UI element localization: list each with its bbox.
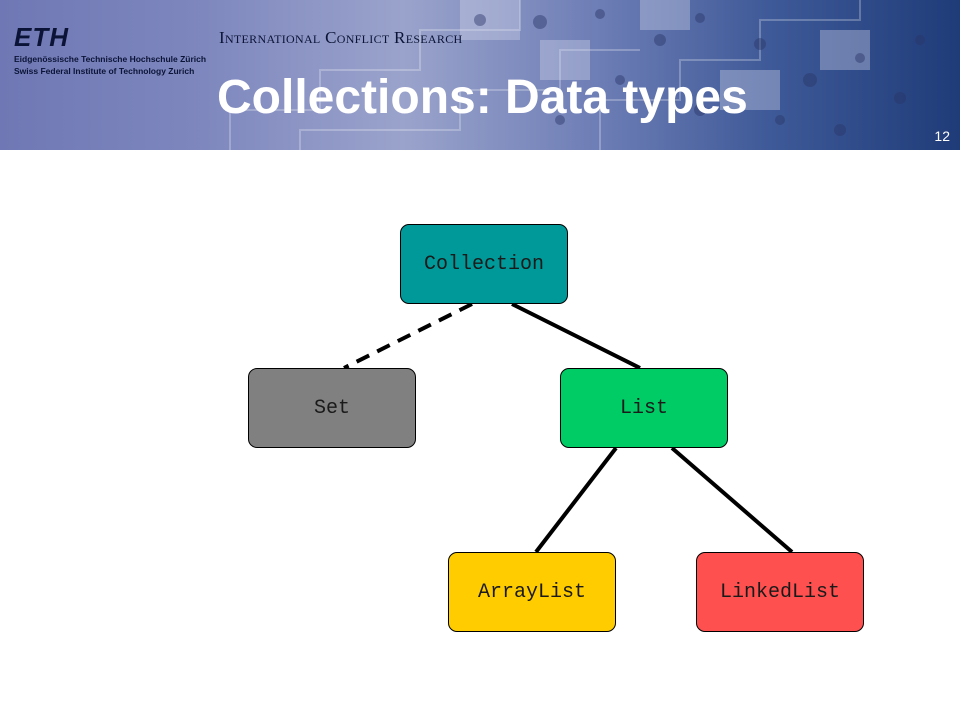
edge-list-arraylist: [534, 446, 618, 554]
edge-list-linkedlist: [670, 446, 794, 554]
node-linkedlist: LinkedList: [696, 552, 864, 632]
edge-collection-list: [511, 302, 641, 370]
slide-number: 12: [934, 128, 950, 144]
program-name: International Conflict Research: [219, 28, 463, 47]
slide-title: Collections: Data types: [217, 71, 748, 124]
node-list: List: [560, 368, 728, 448]
header-banner: ETH Eidgenössische Technische Hochschule…: [0, 0, 960, 150]
node-arraylist: ArrayList: [448, 552, 616, 632]
node-collection: Collection: [400, 224, 568, 304]
edge-collection-set: [343, 302, 473, 370]
node-set: Set: [248, 368, 416, 448]
banner-background-art: [229, 0, 925, 150]
institution-name-german: Eidgenössische Technische Hochschule Zür…: [14, 54, 207, 64]
institution-name-english: Swiss Federal Institute of Technology Zu…: [14, 66, 195, 76]
eth-logo: ETH: [14, 22, 69, 52]
